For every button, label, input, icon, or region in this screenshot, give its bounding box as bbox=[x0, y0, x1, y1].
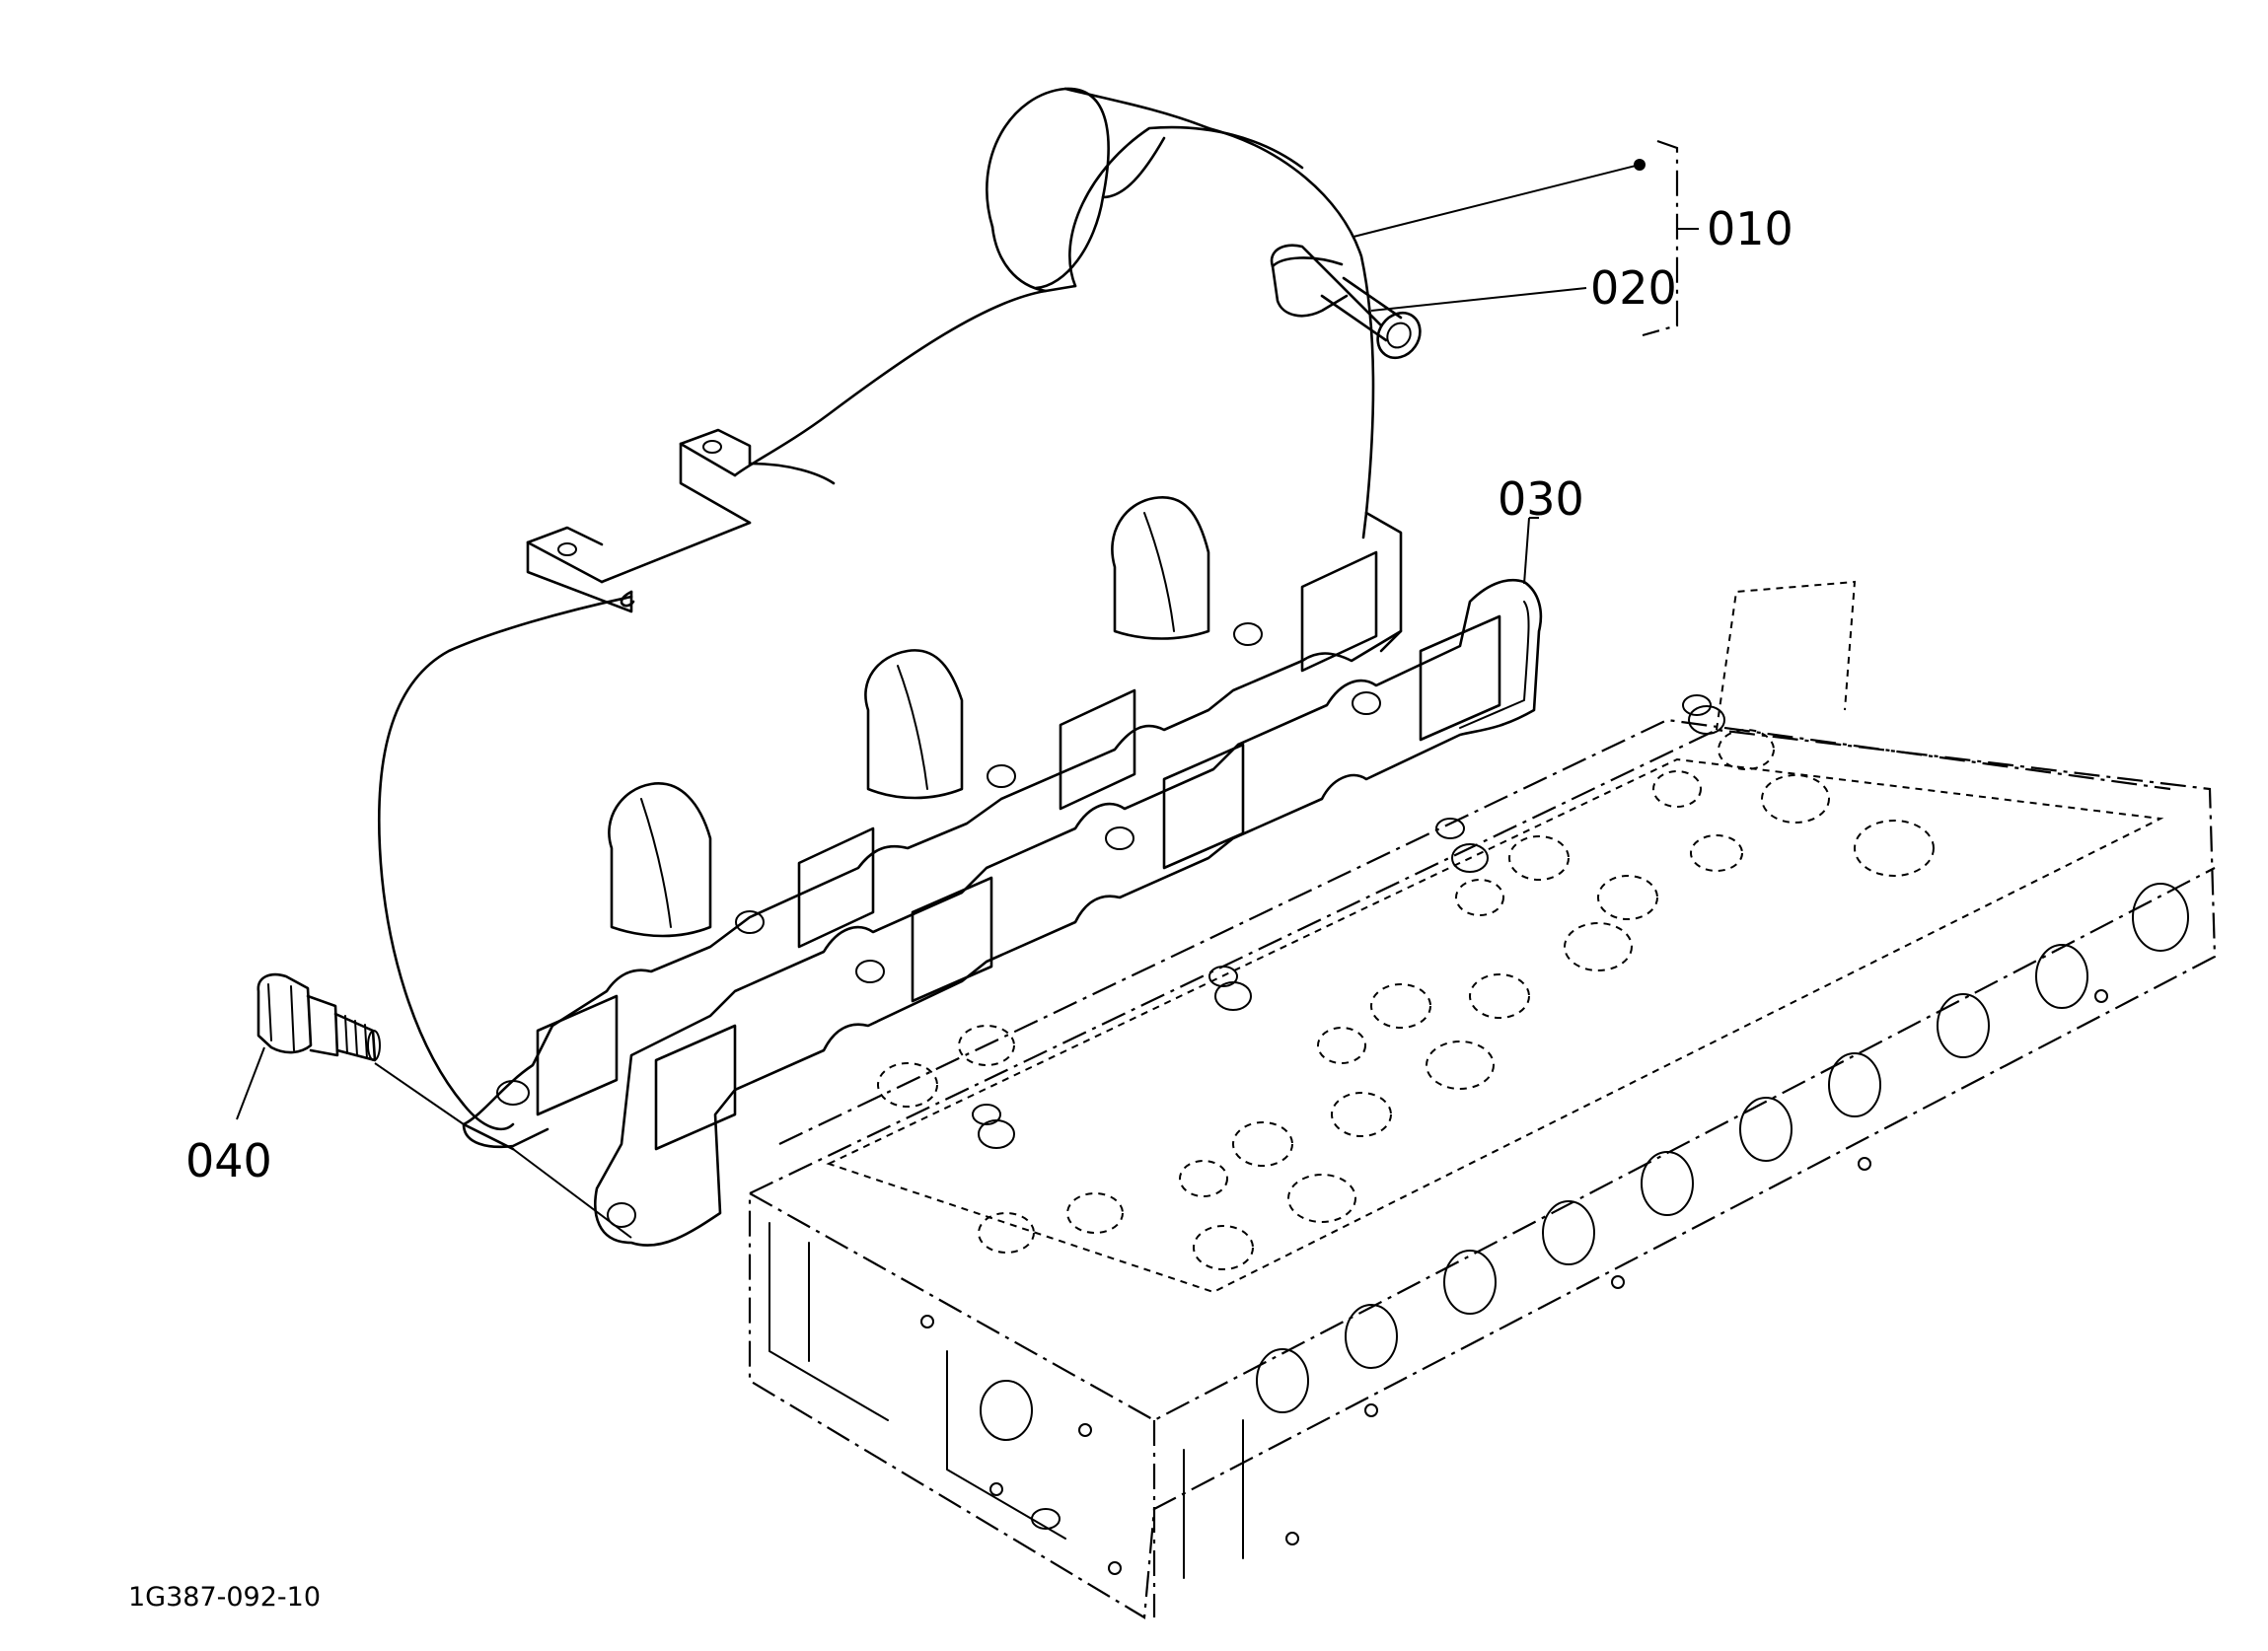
hose-fitting-part[interactable] bbox=[1271, 256, 1428, 366]
callout-040: 040 bbox=[185, 1134, 272, 1187]
figure-code: 1G387-092-10 bbox=[128, 1582, 321, 1613]
cylinder-head-outline bbox=[748, 580, 2217, 1619]
group-bracket bbox=[1642, 139, 1679, 337]
bolt-part[interactable] bbox=[256, 972, 381, 1062]
callout-010: 010 bbox=[1707, 202, 1793, 255]
callout-030: 030 bbox=[1498, 472, 1584, 526]
leader-lines bbox=[236, 139, 1699, 1239]
callout-020: 020 bbox=[1590, 261, 1677, 315]
manifold-part[interactable] bbox=[378, 87, 1403, 1151]
gasket-part[interactable] bbox=[594, 578, 1543, 1247]
